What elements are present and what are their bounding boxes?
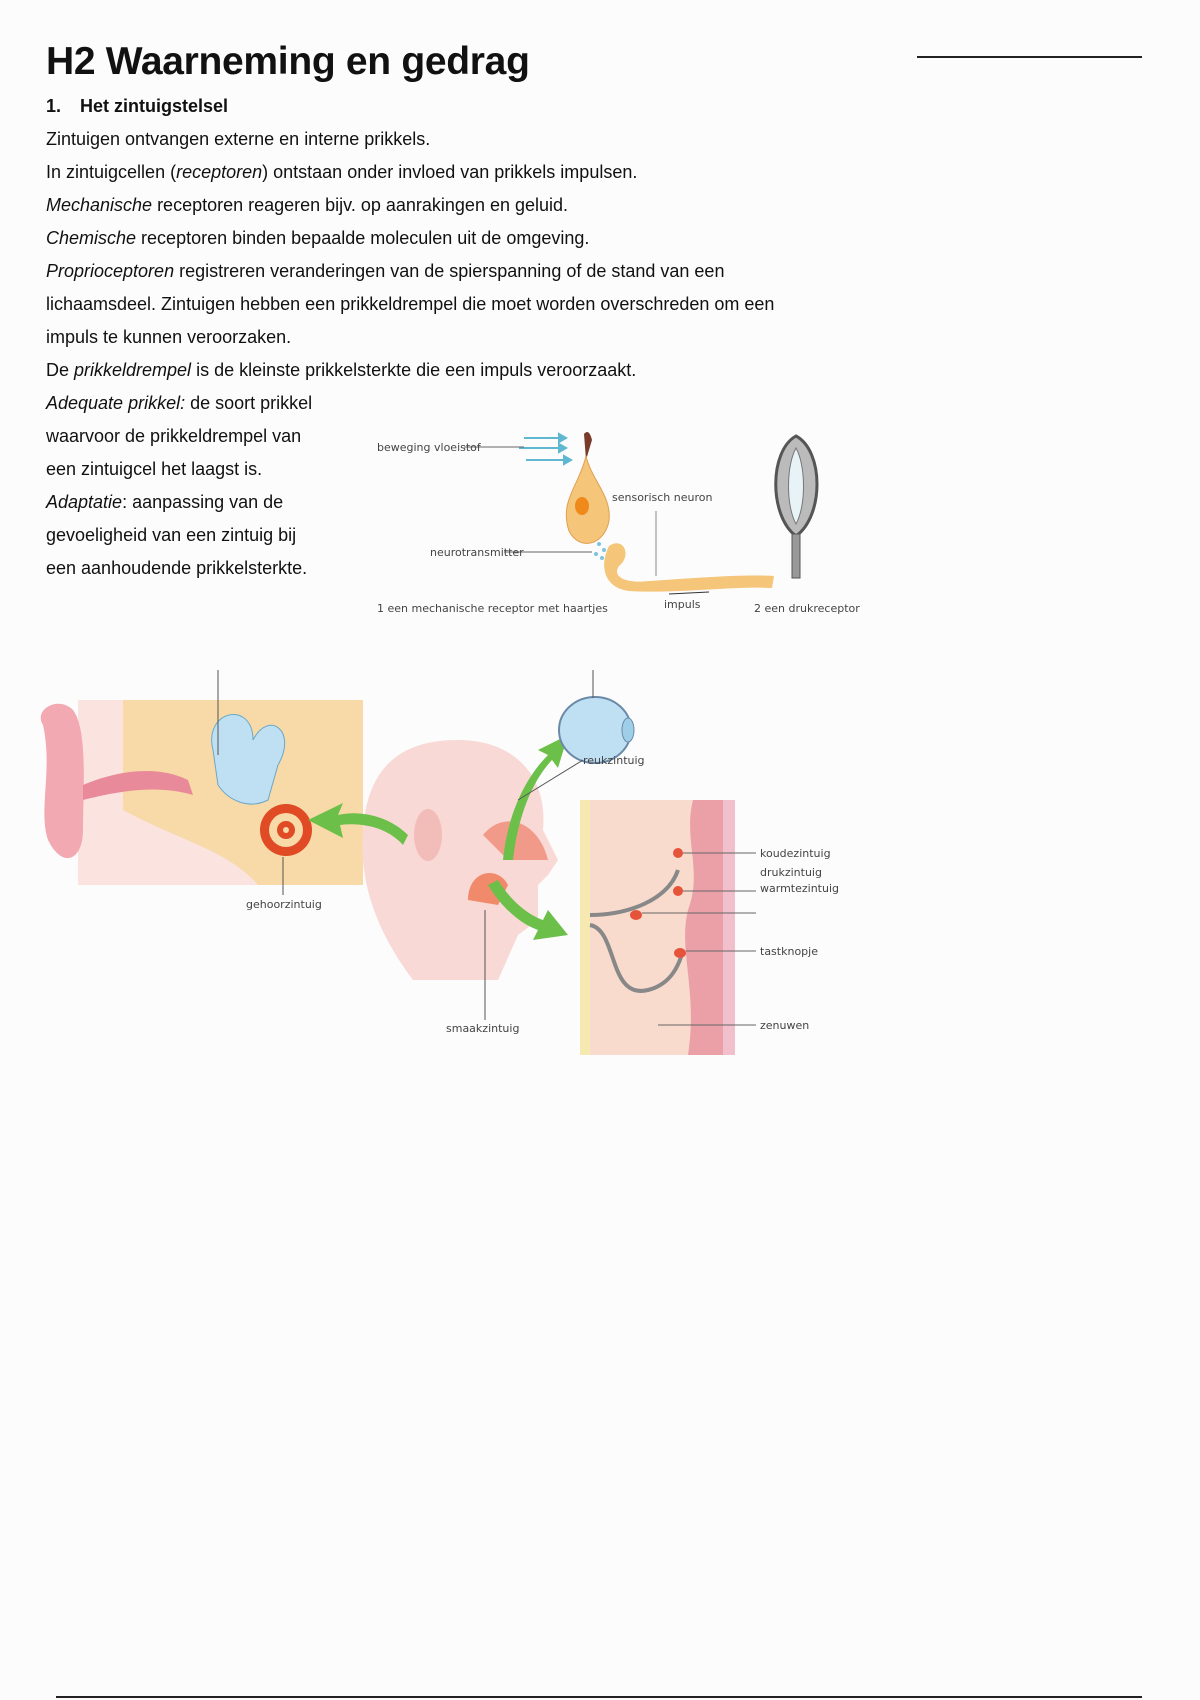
label-taste: smaakzintuig: [446, 1022, 519, 1035]
section-heading: 1.Het zintuigstelsel: [46, 96, 229, 116]
skin-illustration: [580, 800, 756, 1055]
text-line: Adequate prikkel: de soort prikkel: [46, 392, 312, 414]
text-run: : aanpassing van de: [122, 492, 284, 512]
label-fluid: beweging vloeistof: [377, 441, 482, 454]
label-neuron: sensorisch neuron: [612, 491, 712, 504]
receptor-figure: beweging vloeistof sensorisch neuron neu…: [377, 432, 860, 615]
text-run: In zintuigcellen (: [46, 162, 177, 182]
text-run: receptoren reageren bijv. op aanrakingen…: [152, 195, 569, 215]
text-run: lichaamsdeel. Zintuigen hebben een prikk…: [46, 294, 775, 314]
label-touch: tastknopje: [760, 945, 818, 958]
emphasized-term: Adaptatie: [46, 492, 123, 512]
label-impulse: impuls: [664, 598, 701, 611]
text-line: een zintuigcel het laagst is.: [46, 458, 262, 480]
hair-icon: [584, 432, 592, 460]
text-line: gevoeligheid van een zintuig bij: [46, 524, 296, 546]
name-line: [917, 56, 1142, 58]
label-pressure: drukzintuig: [760, 866, 822, 879]
text-run: gevoeligheid van een zintuig bij: [46, 525, 297, 545]
head-illustration: [362, 740, 558, 980]
text-line: Adaptatie: aanpassing van de: [46, 491, 283, 513]
text-line: In zintuigcellen (receptoren) ontstaan o…: [46, 161, 637, 183]
fluid-arrows-icon: [519, 432, 574, 466]
emphasized-term: Chemische: [46, 228, 137, 248]
ear-illustration: [40, 670, 363, 895]
text-run: impuls te kunnen veroorzaken.: [46, 327, 292, 347]
page-title: H2 Waarneming en gedrag: [46, 40, 530, 83]
caption-1: 1 een mechanische receptor met haartjes: [377, 602, 608, 615]
text-line: lichaamsdeel. Zintuigen hebben een prikk…: [46, 293, 774, 315]
text-line: Zintuigen ontvangen externe en interne p…: [46, 128, 430, 150]
text-line: De prikkeldrempel is de kleinste prikkel…: [46, 359, 636, 381]
text-run: De: [46, 360, 75, 380]
text-line: Chemische receptoren binden bepaalde mol…: [46, 227, 589, 249]
emphasized-term: Proprioceptoren: [46, 261, 175, 281]
caption-2: 2 een drukreceptor: [754, 602, 860, 615]
label-smell: reukzintuig: [583, 754, 645, 767]
footer-line: [56, 1696, 1142, 1698]
label-neurotransmitter: neurotransmitter: [430, 546, 524, 559]
label-hearing: gehoorzintuig: [246, 898, 322, 911]
text-run: de soort prikkel: [185, 393, 313, 413]
text-line: waarvoor de prikkeldrempel van: [46, 425, 301, 447]
text-run: is de kleinste prikkelsterkte die een im…: [191, 360, 637, 380]
pressure-receptor-icon: [774, 434, 819, 579]
neurotransmitter-dots: [594, 542, 606, 560]
emphasized-term: receptoren: [176, 162, 263, 182]
text-line: een aanhoudende prikkelsterkte.: [46, 557, 307, 579]
receptor-cell: [565, 455, 610, 544]
text-run: Zintuigen ontvangen externe en interne p…: [46, 129, 431, 149]
emphasized-term: prikkeldrempel: [74, 360, 192, 380]
label-cold: koudezintuig: [760, 847, 831, 860]
emphasized-term: Adequate prikkel:: [46, 393, 186, 413]
text-line: Mechanische receptoren reageren bijv. op…: [46, 194, 568, 216]
text-run: een zintuigcel het laagst is.: [46, 459, 263, 479]
text-line: Proprioceptoren registreren veranderinge…: [46, 260, 724, 282]
text-run: receptoren binden bepaalde moleculen uit…: [136, 228, 590, 248]
text-run: ) ontstaan onder invloed van prikkels im…: [262, 162, 638, 182]
label-heat: warmtezintuig: [760, 882, 839, 895]
eye-illustration: [558, 670, 635, 764]
text-run: waarvoor de prikkeldrempel van: [46, 426, 302, 446]
text-run: een aanhoudende prikkelsterkte.: [46, 558, 308, 578]
senses-figure: evenwichtszintuig gehoorzintuig gezichts…: [40, 670, 839, 1055]
text-run: registreren veranderingen van de spiersp…: [174, 261, 725, 281]
emphasized-term: Mechanische: [46, 195, 153, 215]
text-line: impuls te kunnen veroorzaken.: [46, 326, 291, 348]
label-nerves: zenuwen: [760, 1019, 809, 1032]
green-arrow-icon: [308, 735, 568, 940]
